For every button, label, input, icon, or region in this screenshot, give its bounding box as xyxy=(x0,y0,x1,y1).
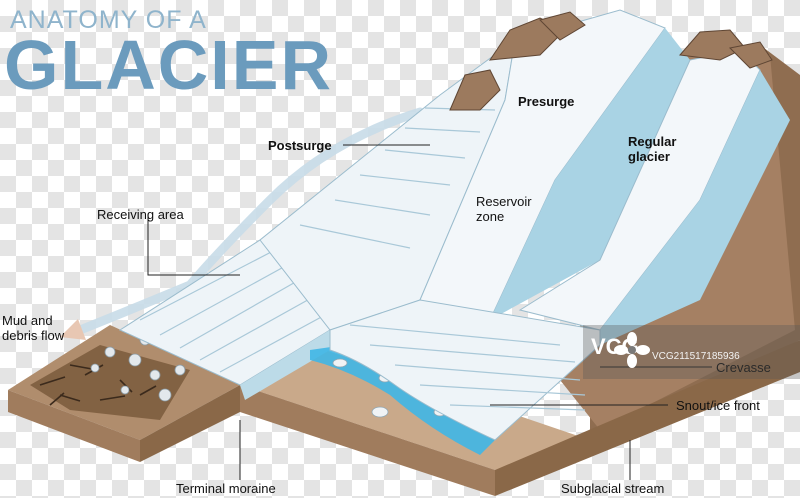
label-mud-debris: Mud and debris flow xyxy=(2,313,65,343)
subglacial-stream-water xyxy=(310,345,495,455)
label-presurge: Presurge xyxy=(518,94,575,109)
postsurge-steps xyxy=(299,107,496,249)
label-subglacial-stream: Subglacial stream xyxy=(561,481,665,496)
label-regular-glacier: Regular glacier xyxy=(628,134,677,164)
label-snout: Snout/ice front xyxy=(676,398,760,413)
crevasse-lines xyxy=(349,324,586,411)
label-crevasse: Crevasse xyxy=(716,360,771,375)
leader-lines xyxy=(147,144,712,480)
regular-glacier-side xyxy=(600,70,790,345)
label-postsurge: Postsurge xyxy=(268,138,332,153)
label-receiving-area: Receiving area xyxy=(97,207,184,222)
ground-block-right-front xyxy=(240,385,495,496)
title-line-1: ANATOMY OF A xyxy=(10,6,207,34)
label-reservoir-zone: Reservoir zone xyxy=(476,194,532,224)
flow-arrow-head xyxy=(60,319,86,340)
watermark-id: VCG211517185936 xyxy=(652,351,740,362)
ground-block-left-side xyxy=(140,385,240,462)
label-terminal-moraine: Terminal moraine xyxy=(176,481,276,496)
rock-outcrops xyxy=(449,11,773,111)
title-line-2: GLACIER xyxy=(4,26,333,104)
flow-arrow xyxy=(75,107,425,335)
ground-block-right-side xyxy=(495,340,800,496)
ground-block-left-front xyxy=(8,390,140,462)
lower-glacier-front xyxy=(240,330,330,400)
presurge-side xyxy=(490,28,690,320)
flower-icon xyxy=(614,332,650,368)
mud-area xyxy=(30,345,190,420)
